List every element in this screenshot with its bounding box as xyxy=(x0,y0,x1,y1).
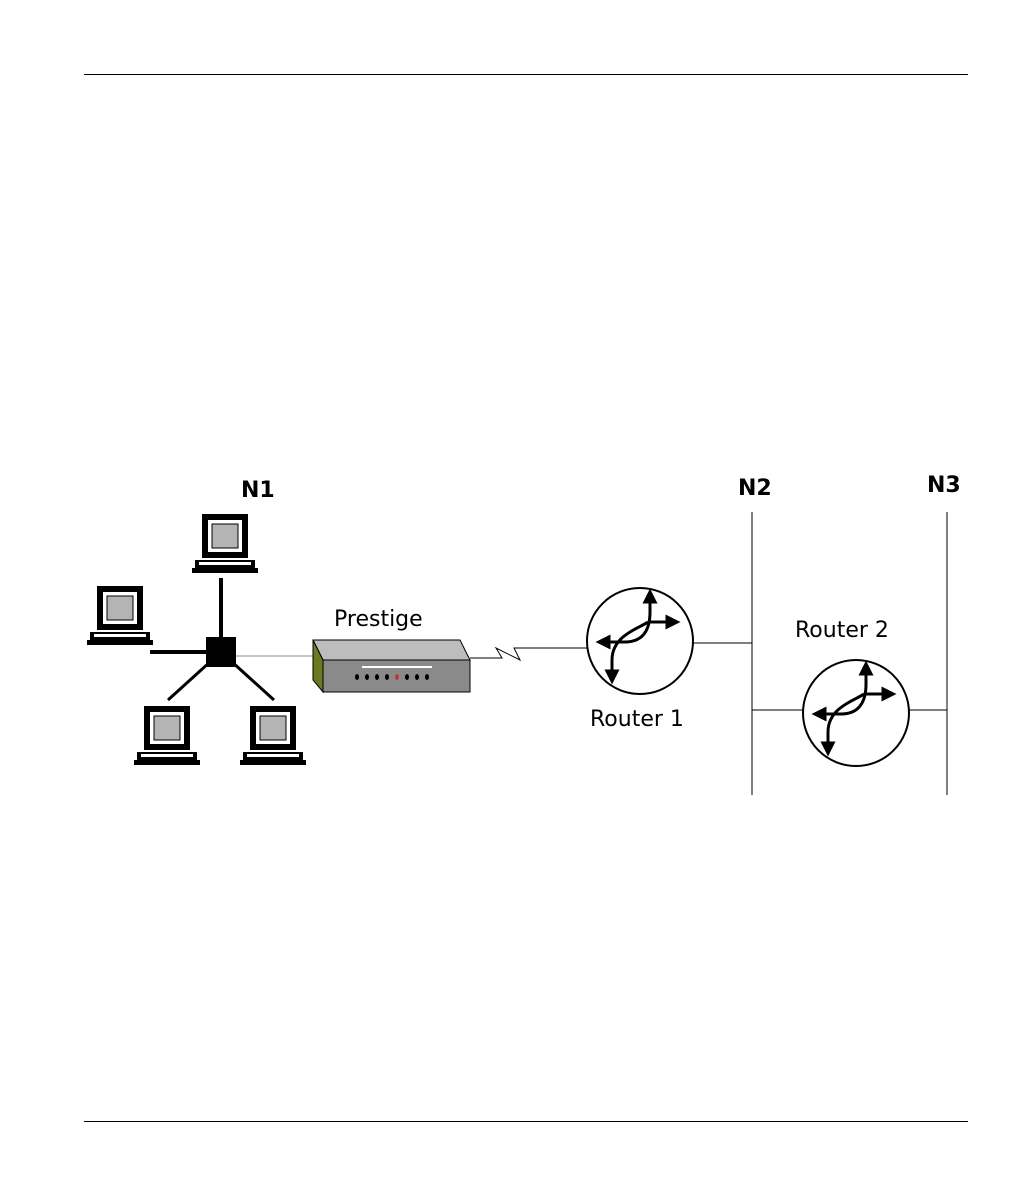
router1-icon xyxy=(587,588,693,694)
pc-bottom-right xyxy=(240,706,306,765)
label-prestige: Prestige xyxy=(334,607,423,632)
router2-icon xyxy=(803,660,909,766)
pc-top xyxy=(192,514,258,573)
link-prestige-router1 xyxy=(470,648,588,660)
pc-left xyxy=(87,586,153,645)
label-n1: N1 xyxy=(241,478,275,503)
prestige-device xyxy=(313,640,470,692)
label-n3: N3 xyxy=(927,473,961,498)
label-n2: N2 xyxy=(738,476,772,501)
pc-bottom-left xyxy=(134,706,200,765)
label-router1: Router 1 xyxy=(590,707,684,732)
hub xyxy=(206,637,236,667)
label-router2: Router 2 xyxy=(795,618,889,643)
